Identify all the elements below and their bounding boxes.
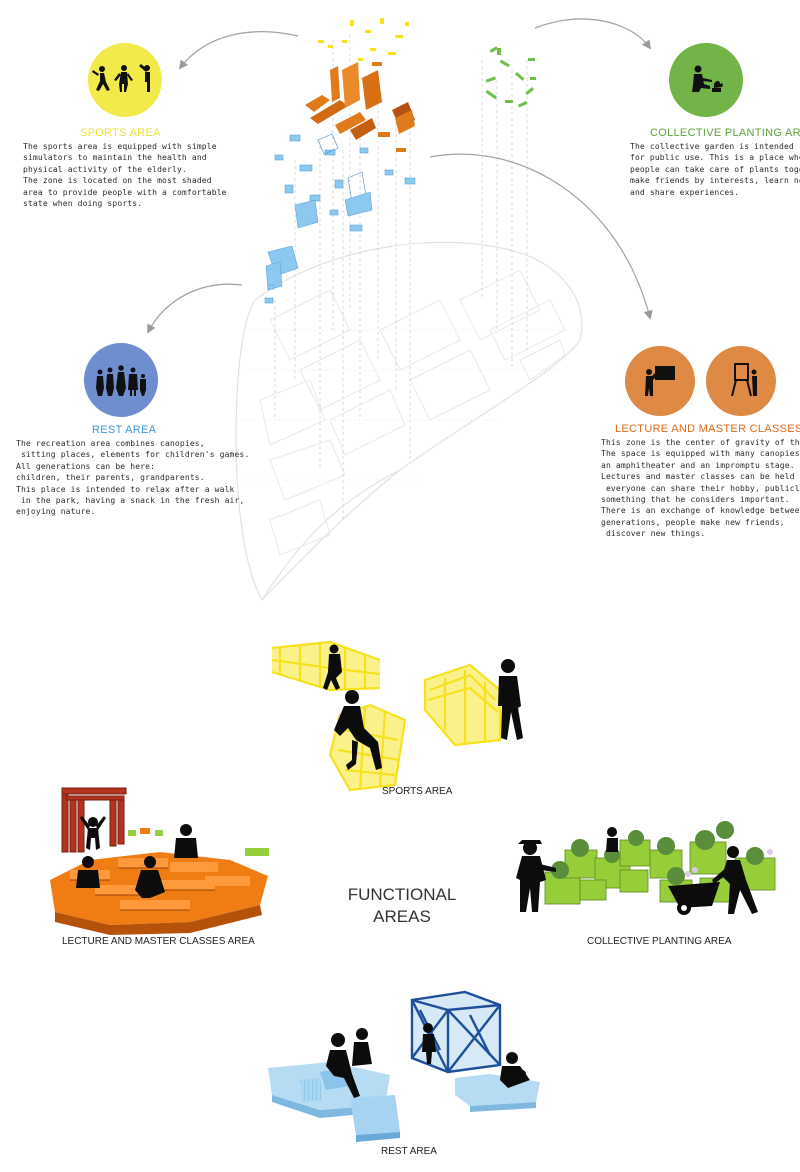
- rest-area-description: The recreation area combines canopies, s…: [16, 439, 250, 517]
- functional-areas-title-line2: AREAS: [373, 907, 431, 926]
- rest-area-title: REST AREA: [92, 424, 157, 436]
- site-plan-outline: [235, 241, 583, 602]
- sports-illustration-label: SPORTS AREA: [382, 786, 453, 797]
- sports-area-description: The sports area is equipped with simple …: [23, 142, 227, 209]
- gardener-icon: [669, 43, 743, 117]
- planting-area-description: The collective garden is intended for pu…: [630, 142, 800, 197]
- planting-area-title: COLLECTIVE PLANTING AREA: [650, 127, 800, 139]
- sports-illustration: [271, 640, 523, 792]
- direction-arrows: [147, 18, 653, 334]
- sports-elements-floating: [318, 18, 409, 61]
- lecture-illustration: [50, 787, 269, 935]
- sports-area-title: SPORTS AREA: [80, 127, 161, 139]
- rest-illustration: [268, 990, 540, 1142]
- functional-areas-title: FUNCTIONAL AREAS: [330, 884, 474, 928]
- painter-easel-icon: [706, 346, 776, 416]
- lecture-area-description: This zone is the center of gravity of th…: [601, 438, 800, 539]
- sports-people-icon: [88, 43, 162, 117]
- functional-areas-title-line1: FUNCTIONAL: [347, 885, 457, 904]
- rest-elements-floating: [264, 133, 416, 304]
- lecture-area-title: LECTURE AND MASTER CLASSES AREA: [615, 423, 800, 435]
- lecture-illustration-label: LECTURE AND MASTER CLASSES AREA: [62, 936, 255, 947]
- planting-illustration-label: COLLECTIVE PLANTING AREA: [587, 936, 732, 947]
- planting-illustration: [516, 821, 776, 915]
- rest-illustration-label: REST AREA: [381, 1146, 437, 1157]
- lecturer-board-icon: [625, 346, 695, 416]
- planting-elements-floating: [485, 46, 536, 108]
- family-icon: [84, 343, 158, 417]
- lecture-elements-floating: [305, 62, 415, 152]
